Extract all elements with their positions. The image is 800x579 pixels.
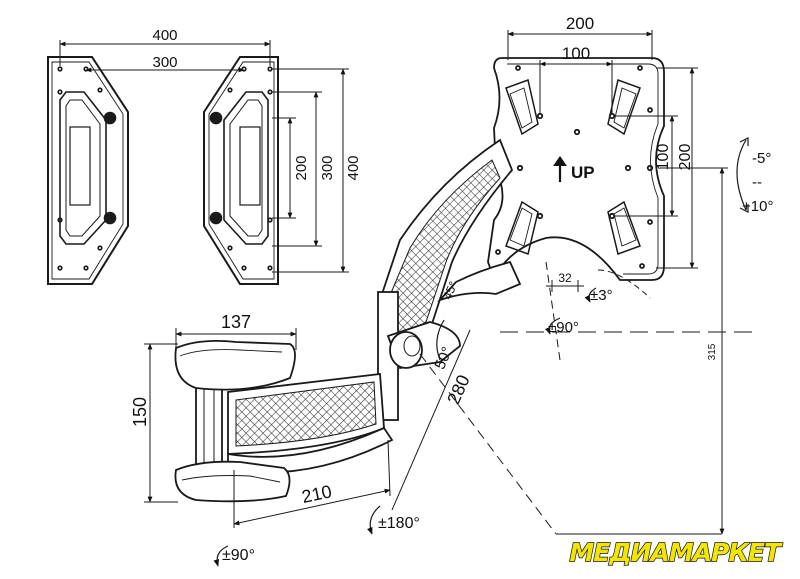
rotate-180-label: ±180° [378, 515, 420, 532]
up-label: UP [571, 163, 595, 182]
arm-bracket [377, 291, 461, 421]
upper-arm [379, 138, 522, 354]
tilt-indicator [736, 137, 749, 213]
arm-height-150-label: 150 [130, 397, 150, 427]
up-arrow-icon [553, 156, 567, 182]
arm-width-137-label: 137 [221, 312, 251, 332]
rotate-90-wall-label: ±90° [222, 547, 255, 564]
plate-height-300-label: 300 [319, 155, 336, 180]
plate-width-300-label: 300 [152, 54, 177, 71]
head-width-100-label: 100 [562, 44, 590, 63]
arm-height-315-label: 315 [707, 343, 718, 360]
plate-height-400-label: 400 [345, 155, 362, 180]
head-height-200-label: 200 [677, 144, 694, 171]
head-width-200-label: 200 [566, 14, 594, 33]
rotation-arcs [213, 287, 597, 567]
vesa-head-plate [487, 57, 665, 281]
logo-text: МЕДИАМАРКЕТ [569, 538, 783, 567]
wall-plate-left [47, 56, 129, 285]
wall-plate-right [203, 56, 279, 285]
plate-dimensions [59, 40, 349, 273]
arm-dimensions [144, 167, 760, 535]
plate-height-200-label: 200 [293, 155, 310, 180]
tilt-down-label: +10° [742, 198, 773, 215]
tilt-up-label: -5° [752, 150, 771, 167]
plate-width-400-label: 400 [152, 27, 177, 44]
rotate-3-label: ±3° [590, 287, 613, 304]
arm-reach-280-label: 280 [443, 372, 473, 408]
mediamarket-logo: МЕДИАМАРКЕТ [569, 537, 785, 567]
head-height-100-label: 100 [655, 144, 672, 171]
offset-32-label: 32 [558, 271, 572, 285]
lower-arm [227, 372, 394, 474]
arm-angle-small-label: 45° [440, 279, 460, 301]
swivel-90-head-label: ±90° [548, 319, 579, 336]
tilt-separator: -- [752, 174, 762, 191]
